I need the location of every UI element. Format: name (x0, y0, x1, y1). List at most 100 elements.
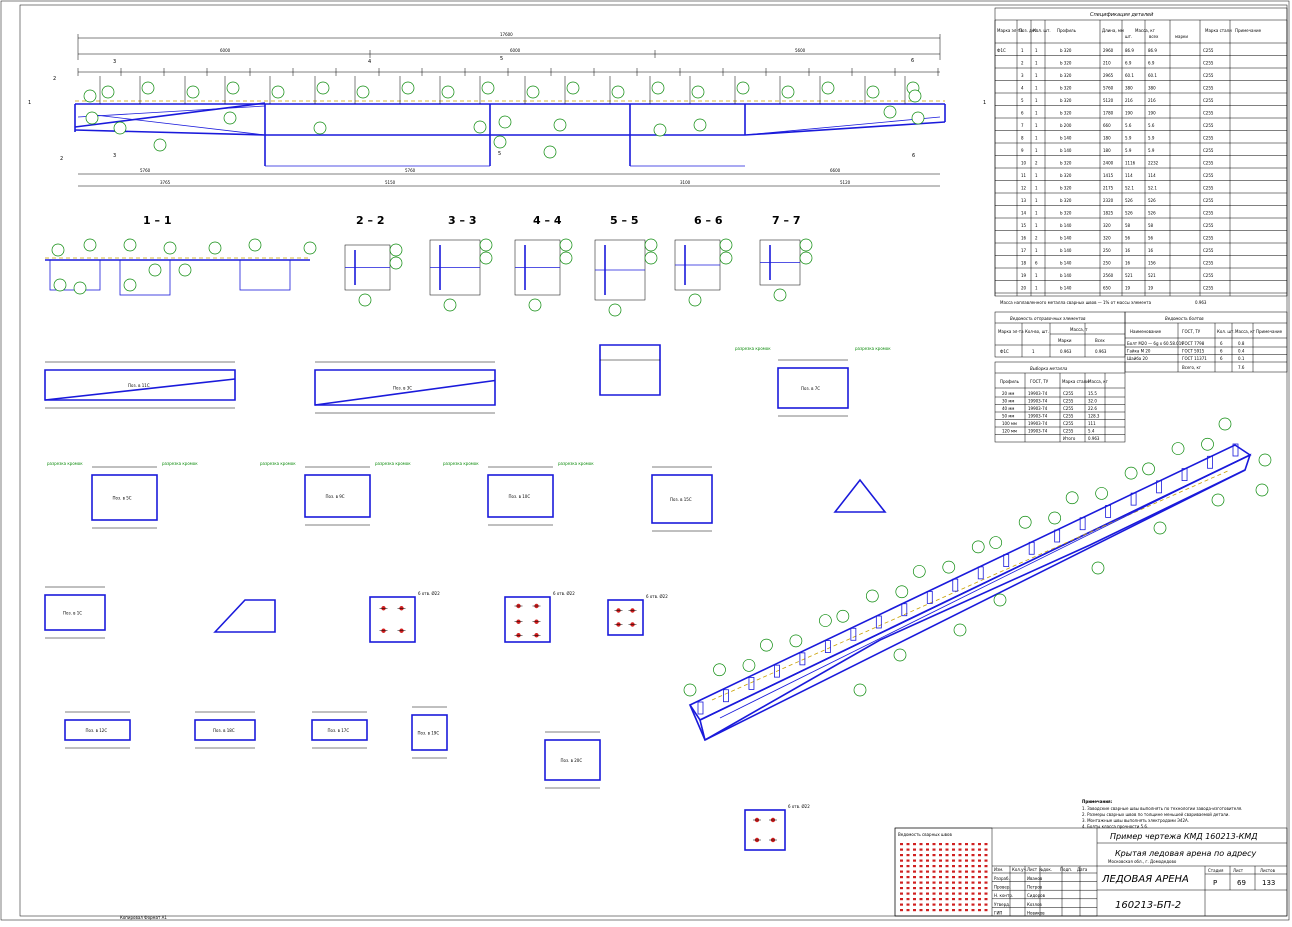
sec-bubble-a-5 (799, 238, 813, 252)
spec-cell-13-8: С255 (1203, 211, 1214, 216)
iso-bubble-17 (1124, 466, 1138, 480)
iso-bubble-14 (1048, 511, 1062, 525)
stamp-name-4: Новиков (1027, 910, 1045, 915)
sec-bubble-b-5 (799, 251, 813, 265)
note-1: 1. Заводские сварные швы выполнять по те… (1082, 806, 1242, 811)
svg-text:Поз. в 5С: Поз. в 5С (113, 496, 132, 501)
spec-cell-16-4: 250 (1103, 248, 1111, 253)
part-18c (599, 344, 661, 396)
spec-header-3: Профиль (1057, 28, 1077, 33)
sec1-bubble-9 (73, 281, 87, 295)
spec-cell-15-6: 56 (1148, 236, 1154, 241)
spec-cell-3-4: 5760 (1103, 86, 1114, 91)
steel-cell-2-3: 22.6 (1088, 406, 1097, 411)
iso-bubble-4 (789, 634, 803, 648)
spec-header-8: марки (1175, 34, 1188, 39)
svg-text:разрезка кромок: разрезка кромок (558, 461, 594, 466)
steel-cell-3-1: 19903-74 (1028, 414, 1048, 419)
iso-bubble-2 (742, 659, 756, 672)
bubble-elev-10 (526, 85, 540, 99)
project-subtitle: Московская обл., г. Домодедово (1108, 859, 1177, 864)
spec-cell-7-5: 5.9 (1125, 136, 1132, 141)
stamp-col-2: Лист (1027, 867, 1038, 872)
spec-cell-11-3: b 320 (1060, 186, 1072, 191)
spec-cell-11-4: 2175 (1103, 186, 1114, 191)
steel-cell-4-2: С255 (1063, 421, 1074, 426)
spec-cell-6-5: 5.6 (1125, 123, 1132, 128)
lower-dim-2: 5150 (385, 180, 396, 185)
bolt-cell-2-3: 0.1 (1238, 356, 1245, 361)
notes-block: Примечания: 1. Заводские сварные швы вып… (1082, 799, 1242, 829)
section-title-7: 7 – 7 (772, 214, 800, 227)
stamp-role-3: Утверд. (994, 902, 1010, 907)
bubble-elev-0 (101, 85, 115, 99)
steel-cell-3-2: С255 (1063, 414, 1074, 419)
steel-cell-5-2: С255 (1063, 429, 1074, 434)
iso-lower-bubble-8 (1258, 453, 1272, 467)
bubble-lower-9 (153, 138, 167, 152)
svg-text:Поз. в 15С: Поз. в 15С (670, 497, 692, 502)
bubble-elev-1 (141, 81, 155, 95)
spec-cell-13-3: b 320 (1060, 211, 1072, 216)
plate-2c: 6 отв. Ø22 (369, 591, 440, 643)
bolt-header-2: Кол. шт. (1217, 329, 1235, 334)
bolt-cell-2-1: ГОСТ 11371 (1182, 356, 1207, 361)
steel-cell-0-2: С255 (1063, 391, 1074, 396)
spec-header-10: Примечание (1235, 28, 1262, 33)
ship-title: Ведомость отправочных элементов (1010, 316, 1086, 321)
svg-text:Поз. в 17С: Поз. в 17С (328, 728, 350, 733)
spec-cell-1-5: 6.9 (1125, 61, 1132, 66)
spec-cell-5-3: b 320 (1060, 111, 1072, 116)
spec-cell-0-5: 86.9 (1125, 48, 1134, 53)
section-title-6: 6 – 6 (694, 214, 723, 227)
spec-cell-16-5: 16 (1125, 248, 1131, 253)
bubble-lower-3 (498, 115, 512, 129)
stamp-name-1: Петров (1027, 885, 1043, 890)
iso-bubble-8 (895, 585, 909, 599)
spec-cell-6-2: 1 (1035, 123, 1038, 128)
sec1-bubble-10 (123, 278, 137, 292)
project-title: Крытая ледовая арена по адресу (1115, 849, 1257, 858)
part-11c: Поз. в 11С (44, 361, 236, 409)
bolt-cell-0-0: Болт М20 — 6g x 60.58.019 (1127, 341, 1184, 346)
spec-header-6: шт. (1125, 34, 1132, 39)
ship-cell-1: 1 (1032, 349, 1035, 354)
iso-bubble-5 (819, 614, 832, 627)
spec-cell-8-3: b 140 (1060, 148, 1072, 153)
part-1c: Поз. в 1С (44, 586, 106, 639)
steel-header-2: Марка стали (1062, 379, 1089, 384)
spec-cell-12-1: 13 (1021, 198, 1027, 203)
svg-text:Поз. в 11С: Поз. в 11С (128, 383, 150, 388)
spec-cell-8-2: 1 (1035, 148, 1038, 153)
steel-cell-4-3: 111 (1088, 421, 1096, 426)
svg-text:6 отв. Ø22: 6 отв. Ø22 (788, 804, 810, 809)
spec-cell-9-4: 2400 (1103, 161, 1114, 166)
ship-header-2: Масса, т (1070, 327, 1088, 332)
spec-cell-17-8: С255 (1203, 261, 1214, 266)
bubble-lower-1 (313, 121, 327, 135)
svg-text:разрезка кромок: разрезка кромок (855, 346, 891, 351)
iso-bubble-21 (1218, 417, 1232, 431)
bolt-header-3: Масса, кг (1235, 329, 1255, 334)
ship-header-3: Марки (1058, 338, 1072, 343)
spec-cell-15-1: 16 (1021, 236, 1027, 241)
spec-cell-16-1: 17 (1021, 248, 1027, 253)
bottom-dim-3: 6600 (830, 168, 841, 173)
steel-cell-1-2: С255 (1063, 399, 1074, 404)
project-code: Пример чертежа КМД 160213-КМД (1110, 832, 1257, 841)
spec-cell-2-3: b 320 (1060, 73, 1072, 78)
spec-cell-12-6: 526 (1148, 198, 1156, 203)
spec-cell-19-4: 650 (1103, 286, 1111, 291)
steel-header-3: Масса, кг (1088, 379, 1108, 384)
seg-dim-2: 6000 (510, 48, 521, 53)
spec-cell-0-0: Ф1С (997, 48, 1006, 53)
spec-cell-0-1: 1 (1021, 48, 1024, 53)
bubble-elev-14 (691, 85, 705, 99)
weld-sheet-title: Ведомость сварных швов (898, 832, 952, 837)
bubble-elev-17 (821, 81, 835, 95)
spec-cell-10-4: 1415 (1103, 173, 1114, 178)
